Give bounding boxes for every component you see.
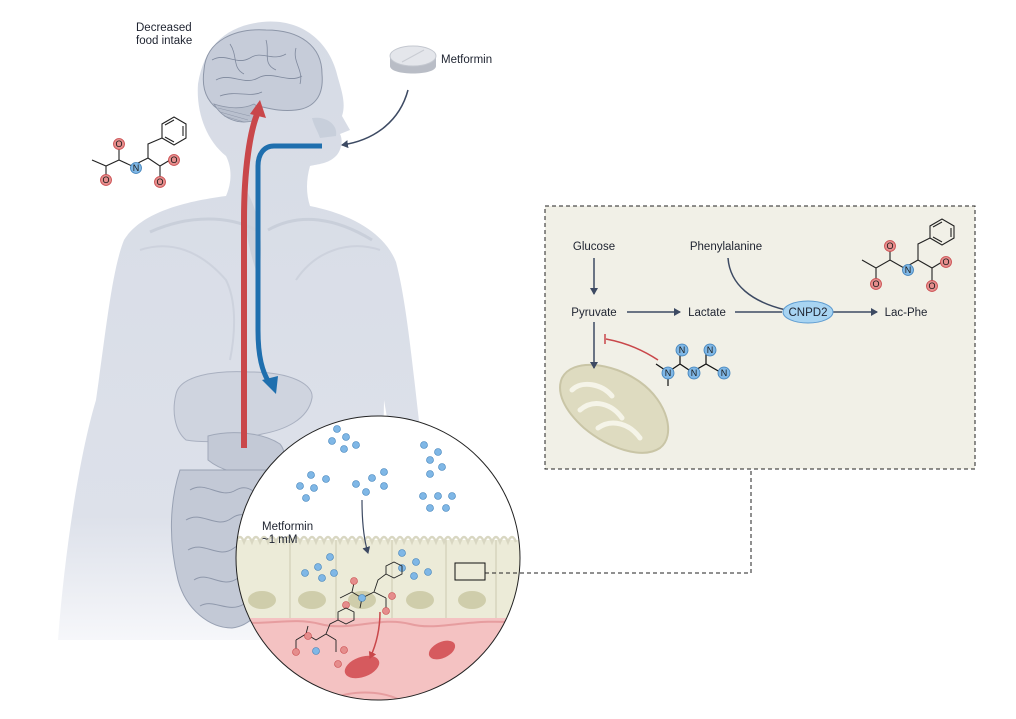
svg-text:N: N [905,265,912,275]
metformin-pill-label: Metformin [441,54,493,66]
svg-text:O: O [928,281,935,291]
red-arrow-head [250,100,266,118]
svg-text:N: N [679,345,686,355]
label-cnpd2: CNPD2 [789,307,828,319]
mitochondrion-icon [559,364,670,454]
red-blood-cell [344,655,380,679]
svg-text:O: O [872,279,879,289]
blue-metformin-arrow [255,143,322,386]
gut-magnification [235,415,521,701]
svg-text:O: O [156,177,163,187]
metformin-molecules [296,425,456,582]
svg-text:O: O [115,139,122,149]
pill-to-mouth-arrow [341,89,409,149]
red-blood-cell [428,640,456,660]
svg-text:N: N [665,368,672,378]
pathway-panel: N N N N N O O N O O [544,205,976,470]
metformin-gut-label: Metformin ~1 mM [262,521,313,547]
svg-text:O: O [102,175,109,185]
svg-text:N: N [707,345,714,355]
svg-text:O: O [170,155,177,165]
red-lacphe-arrow [241,110,261,448]
label-phenylalanine: Phenylalanine [690,241,762,253]
svg-text:O: O [942,257,949,267]
blue-arrow-head [262,376,278,394]
label-line: Decreased [136,22,192,34]
svg-text:N: N [721,368,728,378]
svg-text:N: N [691,368,698,378]
dashed-connector [485,470,752,574]
label-pyruvate: Pyruvate [571,307,616,319]
label-glucose: Glucose [573,241,615,253]
label-line: ~1 mM [262,534,298,546]
lac-phe-molecule-left: O O N O O [91,116,187,188]
cnpd2-enzyme [782,300,834,324]
zoom-region-box [454,562,486,581]
label-lac-phe: Lac-Phe [885,307,928,319]
svg-text:N: N [133,163,140,173]
label-line: food intake [136,35,193,47]
svg-text:O: O [886,241,893,251]
metformin-pill [389,45,437,74]
label-line: Metformin [262,521,314,533]
decreased-food-intake-label: Decreased food intake [136,22,192,48]
label-lactate: Lactate [688,307,726,319]
brain [202,29,323,123]
